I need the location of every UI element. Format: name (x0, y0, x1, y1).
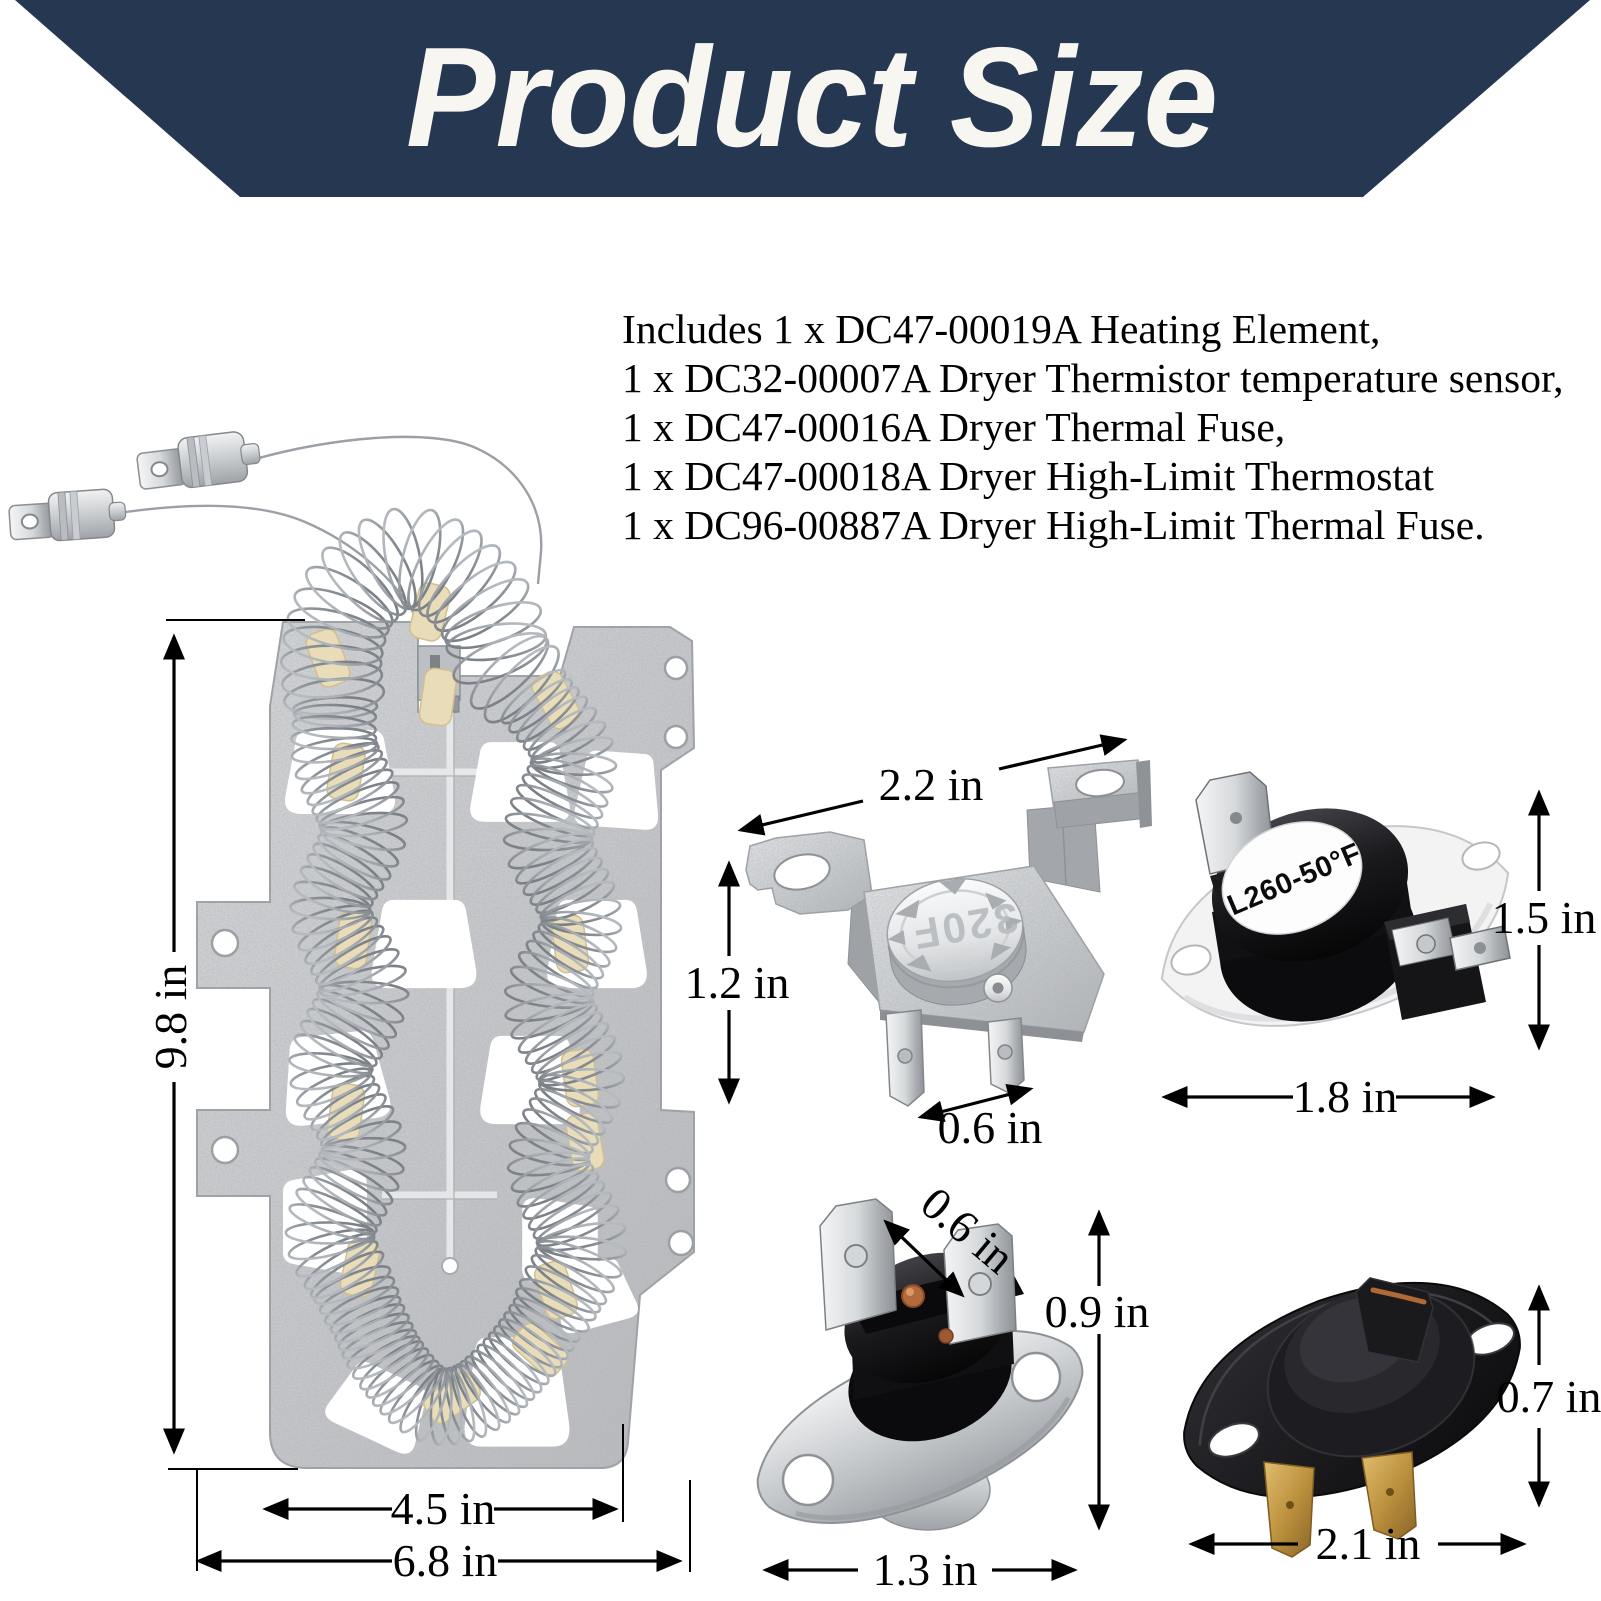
bracket-right-lip (1136, 760, 1152, 828)
thermal-fuse-dimensions (762, 1209, 1111, 1582)
bracket-terminals (885, 1009, 1025, 1107)
cycling-thermostat-hole-right (1461, 841, 1501, 871)
bracket-right-wing-hole (1075, 768, 1125, 798)
bracket-rivet-center (992, 982, 1004, 994)
includes-line-3: 1 x DC47-00016A Dryer Thermal Fuse, (622, 404, 1285, 450)
thermistor-width-label: 2.1 in (1316, 1518, 1421, 1569)
cycling-thermostat-label-face (1221, 821, 1363, 935)
thermal-fuse-width-label: 1.3 in (873, 1544, 978, 1595)
heating-element-terminal-lower (8, 488, 127, 542)
includes-line-4: 1 x DC47-00018A Dryer High-Limit Thermos… (622, 453, 1434, 499)
heating-element-coil-width-label: 4.5 in (391, 1483, 496, 1534)
thermistor-photo (1183, 1277, 1521, 1558)
bracket-left-wing-hole (773, 853, 831, 891)
thermal-fuse-hole-left (781, 1453, 835, 1507)
includes-list: Includes 1 x DC47-00019A Heating Element… (622, 306, 1564, 548)
heating-element-lead-wire-right (237, 435, 543, 585)
thermal-fuse-hole-right (1010, 1351, 1062, 1403)
banner-title: Product Size (406, 18, 1218, 177)
thermistor-boss (1266, 1277, 1476, 1458)
heating-element-width-label: 6.8 in (393, 1535, 498, 1586)
bracket-plate-edge (880, 1010, 1084, 1042)
thermistor-terminals (1263, 1451, 1417, 1558)
thermal-fuse-height-label: 0.9 in (1045, 1286, 1150, 1337)
heating-element-lead-wire-left (111, 504, 416, 615)
cycling-thermostat-width-label: 1.8 in (1293, 1071, 1398, 1122)
plate-details (278, 695, 663, 1458)
cycling-thermostat-hole-left (1170, 944, 1212, 976)
heating-element-plate (196, 621, 696, 1469)
plate-mounting-holes (210, 655, 695, 1257)
banner-shape (15, 0, 1590, 197)
heating-coil (279, 507, 628, 1446)
heating-element-photo (8, 431, 696, 1469)
thermistor-dimensions (1188, 1284, 1551, 1556)
includes-line-2: 1 x DC32-00007A Dryer Thermistor tempera… (622, 355, 1564, 401)
thermistor-hole-left (1208, 1422, 1260, 1458)
high-limit-thermostat-photo: 320F (745, 759, 1152, 1107)
includes-line-1: Includes 1 x DC47-00019A Heating Element… (622, 306, 1380, 352)
banner: Product Size (15, 0, 1590, 197)
heating-element-dimensions (162, 619, 691, 1573)
cycling-thermostat-photo: L260-50°F (1160, 771, 1511, 1027)
heating-element-terminal-upper (136, 431, 261, 490)
high-limit-thermostat-terminal-label: 0.6 in (938, 1102, 1043, 1153)
cycling-thermostat-dimensions (1161, 789, 1551, 1109)
high-limit-thermostat-height-label: 1.2 in (685, 957, 790, 1008)
high-limit-thermostat-width-label: 2.2 in (879, 759, 984, 810)
high-limit-thermostat-dimensions (717, 734, 1128, 1123)
heating-element-height-label: 9.8 in (145, 965, 196, 1070)
includes-line-5: 1 x DC96-00887A Dryer High-Limit Thermal… (622, 502, 1485, 548)
thermistor-height-label: 0.7 in (1497, 1371, 1601, 1422)
cycling-thermostat-height-label: 1.5 in (1492, 892, 1597, 943)
thermal-fuse-photo (756, 1198, 1084, 1531)
